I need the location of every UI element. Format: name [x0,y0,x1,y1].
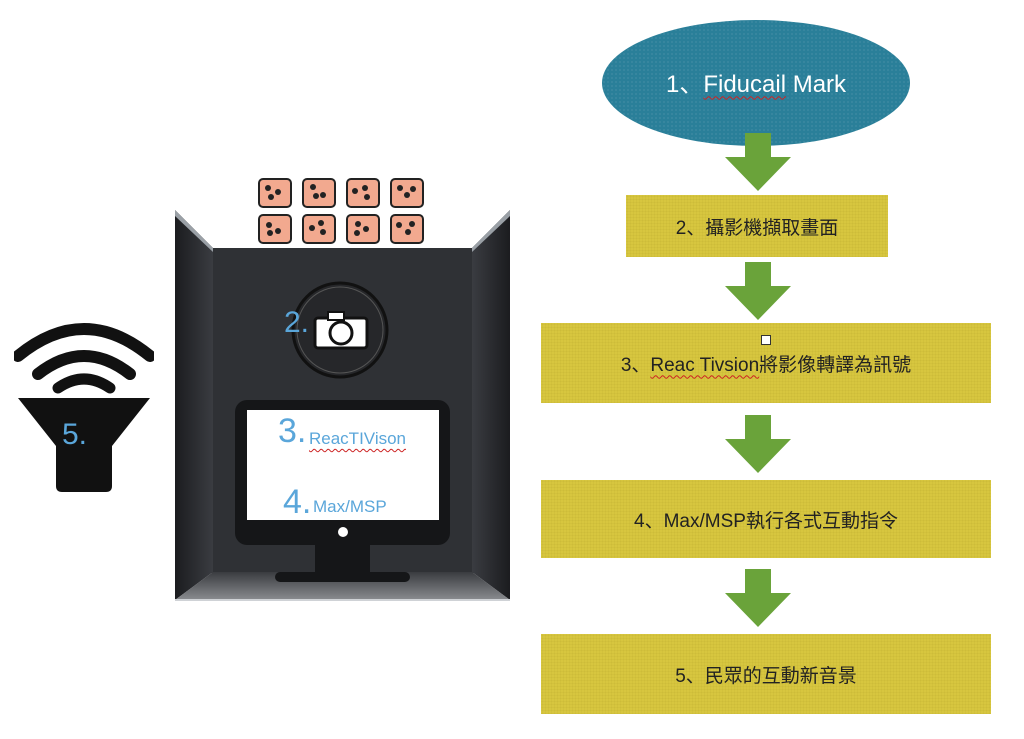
start-node-label: 1、Fiducail Mark [666,64,846,99]
fiducial-marker-icon [346,214,380,244]
flow-arrow-1 [725,133,791,191]
interactive-booth-illustration [175,210,510,601]
max-msp-step-number: 4. [283,483,312,521]
fiducial-markers [258,178,428,244]
step-reactivision-label: 3、Reac Tivsion將影像轉譯為訊號 [621,350,911,377]
selection-handle[interactable] [761,335,771,345]
start-node-fiducial-mark: 1、Fiducail Mark [602,20,910,146]
speaker-broadcast-icon [14,323,154,492]
fiducial-marker-icon [302,178,336,208]
fiducial-marker-icon [258,178,292,208]
fiducial-marker-icon [258,214,292,244]
camera-step-number: 2. [284,306,310,339]
speaker-step-number: 5. [62,418,88,451]
start-node-rest: Mark [786,70,847,98]
flow-arrow-2 [725,262,791,320]
flow-arrow-3 [725,415,791,473]
step-camera-capture: 2、攝影機擷取畫面 [626,195,888,257]
step-max-msp-label: 4、Max/MSP執行各式互動指令 [634,510,898,532]
monitor-icon [235,400,450,582]
flow-arrow-4 [725,569,791,627]
step-soundscape-label: 5、民眾的互動新音景 [675,665,857,687]
fiducial-marker-icon [390,214,424,244]
step-max-msp: 4、Max/MSP執行各式互動指令 [541,480,991,558]
step-soundscape: 5、民眾的互動新音景 [541,634,991,714]
camera-icon [291,281,389,379]
reactivision-name: ReacTIVison [309,429,407,448]
fiducial-marker-icon [302,214,336,244]
start-node-number: 1、 [665,70,704,98]
fiducial-marker-icon [390,178,424,208]
step-reactivision-prefix: 3、 [620,354,651,376]
start-node-name: Fiducail [703,70,787,98]
reactivision-step-number: 3. [278,412,307,450]
step-camera-capture-label: 2、攝影機擷取畫面 [675,217,839,239]
step-reactivision-name: Reac Tivsion [650,354,760,376]
fiducial-marker-icon [346,178,380,208]
max-msp-name: Max/MSP [313,497,387,516]
step-reactivision-suffix: 將影像轉譯為訊號 [759,354,912,376]
